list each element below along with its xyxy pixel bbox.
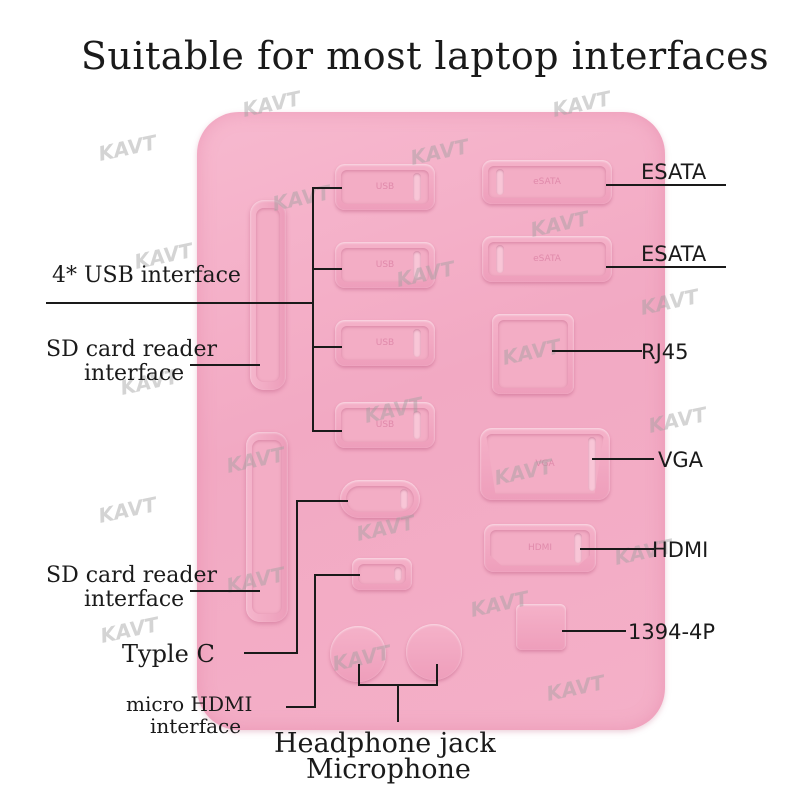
usb-bracket-tick-2 <box>312 268 342 270</box>
sd-bottom-leader-line <box>190 590 260 592</box>
firewire-label: 1394-4P <box>628 620 716 644</box>
usb-bracket-tick-3 <box>312 346 342 348</box>
esata1-leader-line <box>606 184 726 186</box>
hdmi-leader-line <box>580 548 654 550</box>
sd-bottom-label-line2: interface <box>84 587 185 612</box>
vga-label: VGA <box>658 448 704 472</box>
usb-plug-3: USB <box>335 320 435 366</box>
type-c-plug <box>340 480 420 518</box>
microphone-label: Microphone <box>306 754 471 785</box>
micro-hdmi-label-line2: interface <box>150 714 242 738</box>
esata1-label: ESATA <box>641 160 707 184</box>
audio-bracket-stem <box>397 684 399 722</box>
hdmi-plug: HDMI <box>484 524 596 572</box>
typec-line-h2 <box>244 652 298 654</box>
watermark: KAVT <box>96 492 159 528</box>
sd-top-leader-line <box>190 364 260 366</box>
esata2-label: ESATA <box>641 242 707 266</box>
page-title: Suitable for most laptop interfaces <box>80 34 770 78</box>
vga-leader-line <box>592 458 654 460</box>
usb-label: 4* USB interface <box>52 263 241 288</box>
firewire-leader-line <box>562 630 626 632</box>
usb-plug-4: USB <box>335 402 435 448</box>
vga-plug: VGA <box>480 428 610 500</box>
micro-hdmi-label-line1: micro HDMI <box>126 692 253 716</box>
rj45-plug <box>492 314 574 394</box>
micro-hdmi-line-h1 <box>314 574 360 576</box>
sd-top-label-line1: SD card reader <box>46 337 218 362</box>
esata-plug-2: eSATA <box>482 236 612 282</box>
typec-line-h1 <box>296 500 348 502</box>
esata2-leader-line <box>606 266 726 268</box>
audio-bracket-right <box>436 664 438 686</box>
microphone-plug <box>406 624 462 680</box>
micro-hdmi-plug <box>352 558 412 590</box>
usb-leader-line <box>46 302 312 304</box>
micro-hdmi-line-h2 <box>286 706 316 708</box>
typec-line-v <box>296 500 298 654</box>
rj45-leader-line <box>552 350 642 352</box>
audio-bracket-left <box>358 664 360 686</box>
usb-bracket-tick-1 <box>312 187 342 189</box>
usb-bracket-tick-4 <box>312 430 342 432</box>
usb-plug-2: USB <box>335 242 435 288</box>
usb-plug-1: USB <box>335 164 435 210</box>
typec-label: Typle C <box>122 640 215 668</box>
rj45-label: RJ45 <box>641 340 689 364</box>
usb-bracket-vertical <box>312 187 314 432</box>
esata-plug-1: eSATA <box>482 160 612 204</box>
headphone-label: Headphone jack <box>274 728 496 759</box>
watermark: KAVT <box>96 130 159 166</box>
sd-bottom-label-line1: SD card reader <box>46 563 218 588</box>
sd-card-plug-top <box>250 200 286 390</box>
hdmi-label: HDMI <box>652 538 709 562</box>
firewire-plug <box>516 604 566 650</box>
micro-hdmi-line-v <box>314 574 316 708</box>
sd-top-label-line2: interface <box>84 361 185 386</box>
